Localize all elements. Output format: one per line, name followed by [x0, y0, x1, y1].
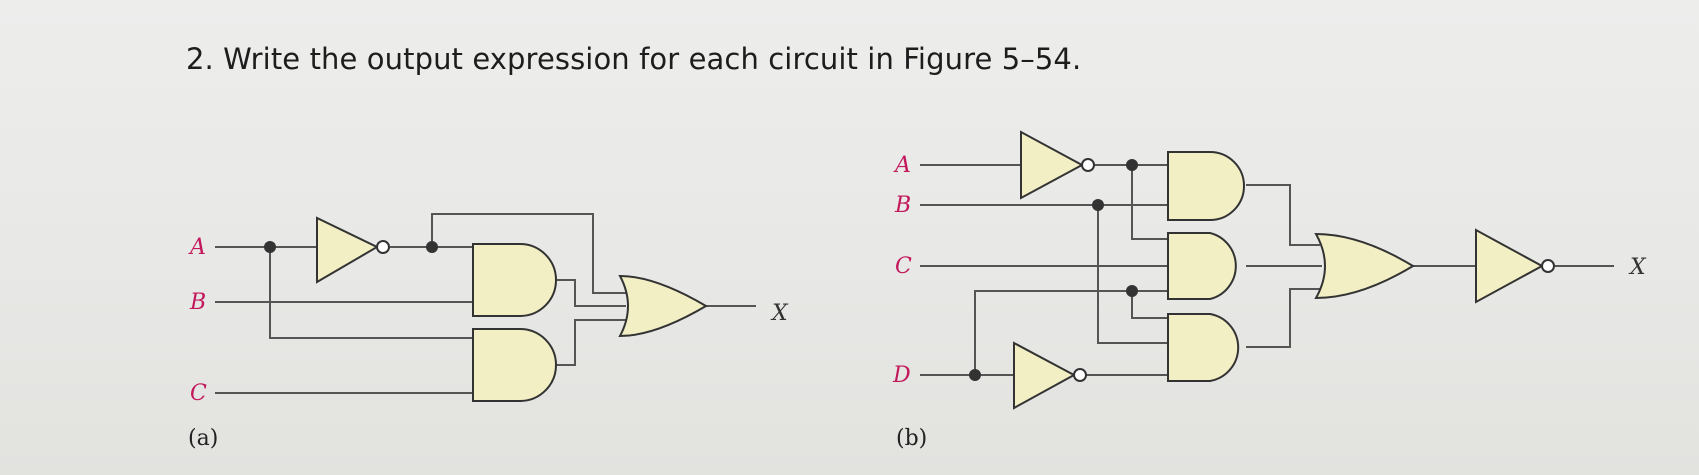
- input-label-a-A: A: [188, 235, 206, 260]
- and-gate-b2: [1167, 232, 1237, 300]
- input-label-b-D: D: [892, 363, 911, 388]
- caption-a: (a): [188, 426, 218, 451]
- question-text: 2. Write the output expression for each …: [186, 42, 1082, 76]
- input-label-b-B: B: [894, 193, 911, 218]
- output-label-b-X: X: [1628, 255, 1647, 280]
- junction-dot: [426, 241, 438, 253]
- and-gate-b1: [1167, 151, 1245, 221]
- not-gate-b-A: [1020, 130, 1095, 200]
- caption-b: (b): [896, 426, 927, 451]
- junction-dot: [1126, 159, 1138, 171]
- junction-dot: [264, 241, 276, 253]
- and-gate-a2: [472, 328, 557, 402]
- and-gate-a1: [472, 243, 557, 317]
- not-gate-b-D: [1013, 341, 1087, 410]
- not-gate-a: [316, 216, 390, 284]
- junction-dot: [969, 369, 981, 381]
- or-gate-a: [618, 274, 708, 338]
- or-gate-b: [1314, 232, 1415, 300]
- input-label-b-A: A: [893, 153, 911, 178]
- output-label-a-X: X: [770, 301, 789, 326]
- junction-dot: [1126, 285, 1138, 297]
- junction-dot: [1092, 199, 1104, 211]
- circuit-b: A B C D X (b): [892, 130, 1647, 451]
- not-gate-b-output: [1475, 228, 1555, 304]
- input-label-b-C: C: [895, 254, 912, 279]
- input-label-a-C: C: [190, 381, 207, 406]
- and-gate-b3: [1167, 313, 1240, 382]
- circuit-a: A B C X (a): [188, 213, 789, 451]
- input-label-a-B: B: [189, 290, 206, 315]
